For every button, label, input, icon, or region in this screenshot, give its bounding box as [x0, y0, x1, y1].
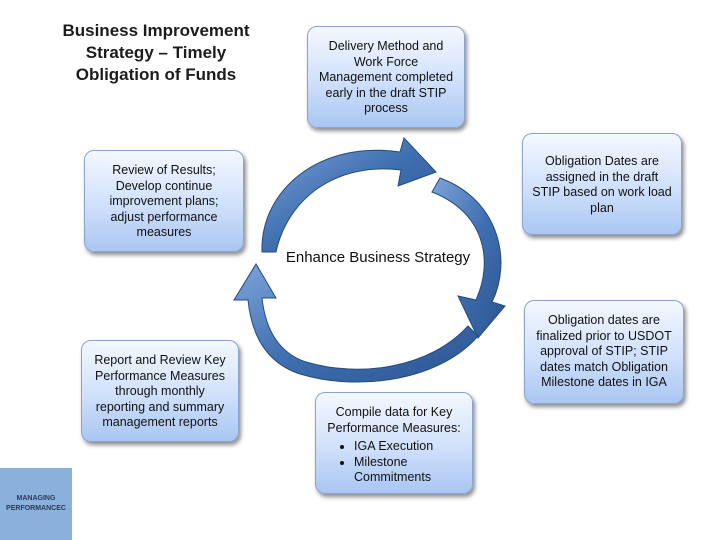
logo-text: MANAGING PERFORMANCEC	[6, 495, 66, 512]
step-box-left-upper-text: Review of Results; Develop continue impr…	[109, 163, 219, 239]
step-box-top: Delivery Method and Work Force Managemen…	[307, 26, 465, 128]
step-box-right-lower-text: Obligation dates are finalized prior to …	[536, 313, 672, 389]
step-box-right-upper-text: Obligation Dates are assigned in the dra…	[532, 154, 672, 215]
list-item: IGA Execution	[354, 439, 464, 455]
step-box-left-lower: Report and Review Key Performance Measur…	[81, 340, 239, 442]
cycle-arrow-bottom	[233, 263, 479, 383]
cycle-arrow-top	[261, 137, 437, 253]
step-box-bottom-list: IGA Execution Milestone Commitments	[324, 439, 464, 486]
step-box-bottom: Compile data for Key Performance Measure…	[315, 392, 473, 494]
step-box-top-text: Delivery Method and Work Force Managemen…	[318, 39, 454, 115]
list-item: Milestone Commitments	[354, 455, 464, 486]
step-box-left-lower-text: Report and Review Key Performance Measur…	[94, 353, 226, 429]
diagram-title: Business Improvement Strategy – Timely O…	[62, 21, 250, 84]
step-box-left-upper: Review of Results; Develop continue impr…	[84, 150, 244, 252]
center-label: Enhance Business Strategy	[285, 249, 471, 266]
step-box-right-upper: Obligation Dates are assigned in the dra…	[522, 133, 682, 235]
step-box-bottom-heading: Compile data for Key Performance Measure…	[327, 405, 461, 435]
cycle-arrow-right	[431, 177, 506, 339]
managing-performance-logo: MANAGING PERFORMANCEC	[0, 468, 72, 540]
step-box-right-lower: Obligation dates are finalized prior to …	[524, 300, 684, 404]
